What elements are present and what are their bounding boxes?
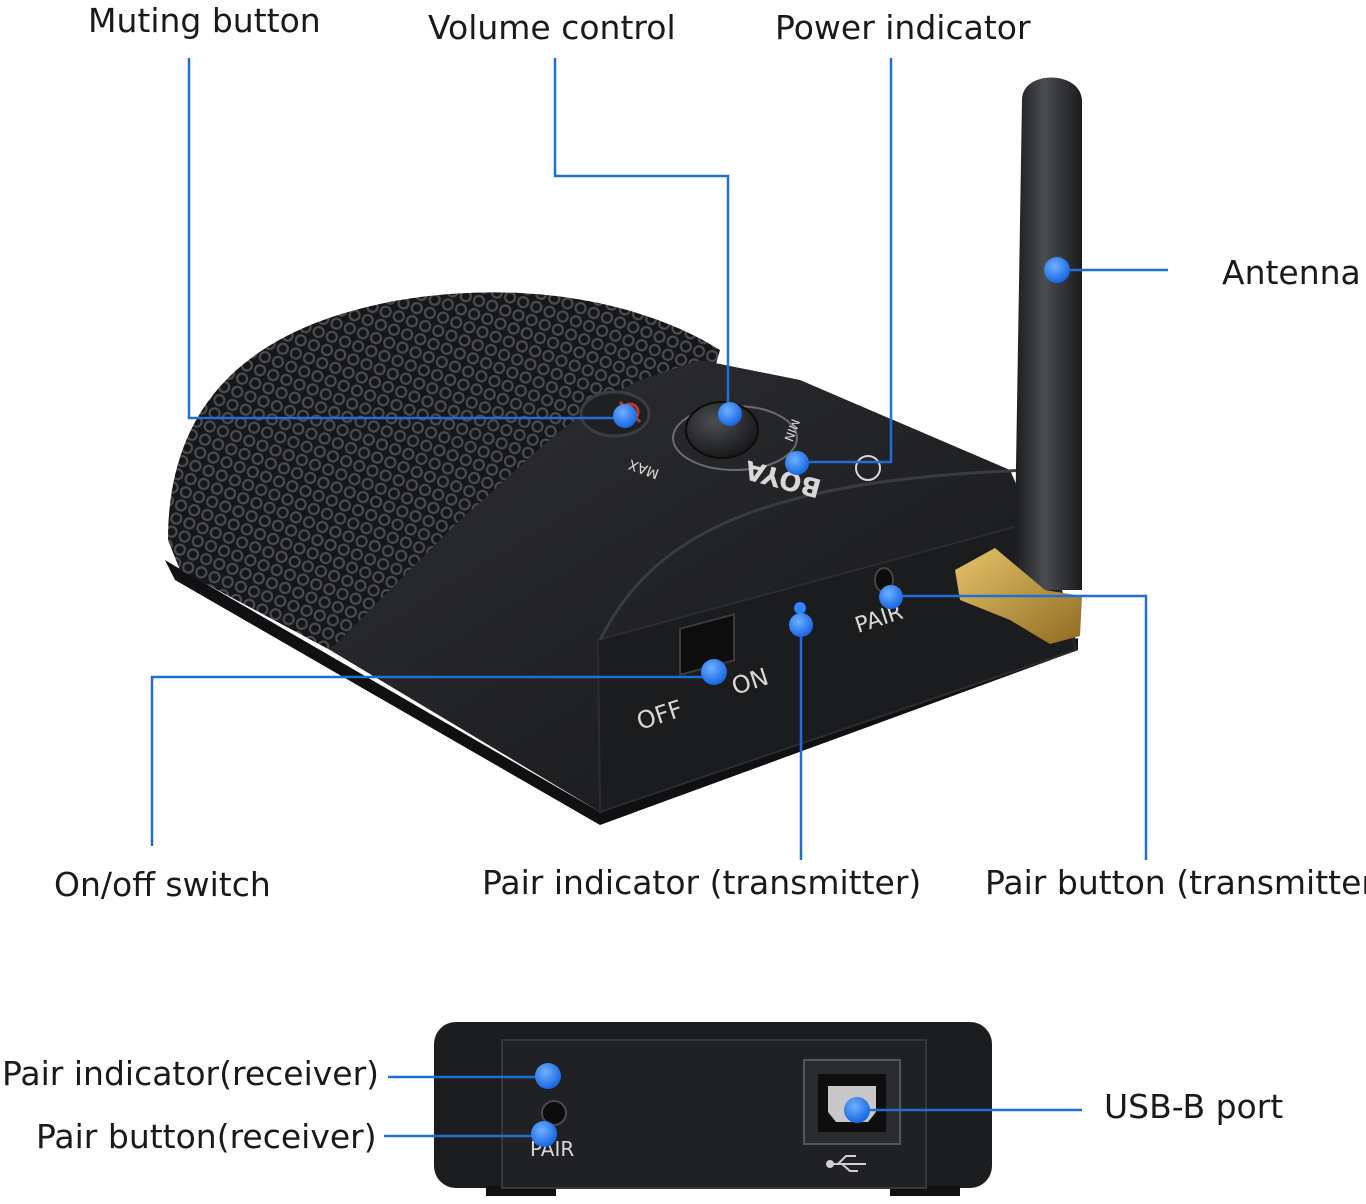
transmitter-device: MAX MIN BOYA OFF ON PAIR — [165, 77, 1082, 825]
receiver-pair-button[interactable] — [541, 1100, 567, 1126]
callout-dot-switch — [701, 659, 727, 685]
label-muting-button: Muting button — [88, 1, 321, 40]
callout-dot-power — [785, 451, 809, 475]
callout-dot-volume — [718, 402, 742, 426]
callout-lines — [150, 58, 1168, 1138]
label-volume-control: Volume control — [428, 8, 676, 47]
label-pair-indicator-receiver: Pair indicator(receiver) — [2, 1054, 380, 1093]
label-usb-b-port: USB-B port — [1104, 1087, 1284, 1126]
callout-line-muting — [187, 58, 625, 420]
transmitter-pair-led — [794, 602, 806, 614]
antenna — [1014, 77, 1082, 590]
transmitter-top-ridge — [598, 468, 1031, 641]
receiver-foot-left — [486, 1186, 556, 1196]
callout-dots — [531, 257, 1070, 1147]
label-pair-button-transmitter: Pair button (transmitter) — [985, 863, 1366, 902]
callout-dot-usb — [844, 1097, 870, 1123]
callout-line-switch — [150, 675, 714, 846]
callout-dot-antenna — [1044, 257, 1070, 283]
microphone-grille — [168, 292, 720, 650]
callout-dot-rx-indicator — [535, 1063, 561, 1089]
callout-dot-muting — [613, 404, 637, 428]
transmitter-front-panel — [596, 518, 1078, 814]
label-pair-button-receiver: Pair button(receiver) — [36, 1117, 377, 1156]
usb-icon — [826, 1155, 866, 1172]
label-pair-indicator-transmitter: Pair indicator (transmitter) — [482, 863, 922, 902]
label-on-off-switch: On/off switch — [54, 865, 271, 904]
callout-line-power — [797, 58, 893, 464]
callout-line-pair-button — [892, 594, 1148, 860]
callout-dot-pair-indicator — [789, 613, 813, 637]
brand-logo-mark — [855, 455, 881, 481]
callout-dot-pair-button — [879, 585, 903, 609]
label-antenna: Antenna — [1222, 253, 1361, 292]
receiver-device: PAIR — [434, 1022, 992, 1196]
callout-line-volume — [553, 58, 730, 414]
label-power-indicator: Power indicator — [775, 8, 1031, 47]
callout-dot-rx-button — [531, 1121, 557, 1147]
receiver-foot-right — [890, 1186, 960, 1196]
